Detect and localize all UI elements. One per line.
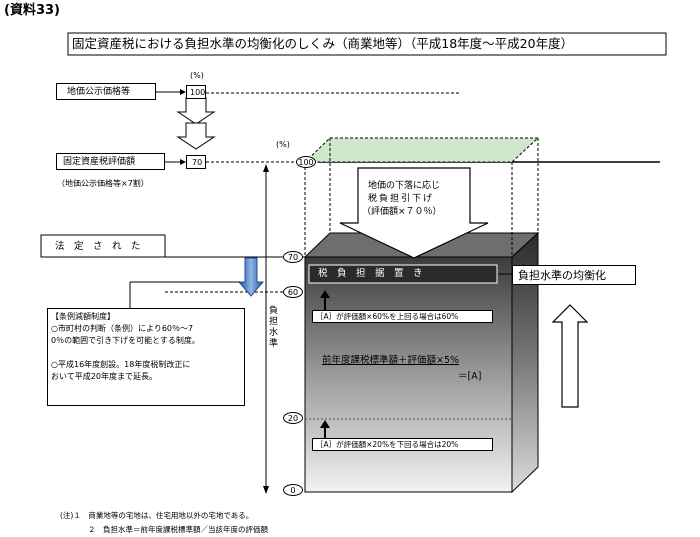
down-arrow-1 [176, 97, 216, 125]
drop-text-1: 地価の下落に応じ [368, 181, 441, 191]
chika-value-box: 100 [186, 85, 206, 99]
jourei-line-2: 0％の範囲で引き下げを可能とする制度。 [51, 336, 200, 345]
chika-label: 地価公示価格等 [67, 87, 131, 97]
suekoki-bar [308, 264, 498, 284]
hyouka-label-box: 固定資産税評価額 [56, 153, 165, 170]
box-front [304, 256, 513, 493]
right-label-box: 負担水準の均衡化 [512, 265, 636, 285]
axis-label: 負担水準 [269, 306, 279, 349]
percent-unit-top: (%) [190, 71, 204, 80]
note20-box: ［A］が評価額×20%を下回る場合は20% [312, 438, 493, 451]
up-arrow-right [551, 304, 589, 408]
hyouka-value: 70 [192, 158, 203, 167]
tick-70: 70 [283, 251, 303, 263]
right-label: 負担水準の均衡化 [518, 269, 606, 282]
houtei-label: 法 定 さ れ た [55, 241, 141, 252]
formula: 前年度課税標準額＋評価額×5% [322, 355, 460, 366]
title-frame [67, 32, 667, 56]
formula-result: ＝[A] [458, 371, 482, 382]
note-2: ２ 負担水準＝前年度課税標準額／当該年度の評価額 [88, 525, 268, 534]
drop-text-3: （評価額×７０％） [362, 207, 442, 217]
blue-arrow [237, 257, 265, 297]
down-arrow-2 [176, 122, 216, 150]
jourei-title: 【条例減額制度】 [51, 312, 115, 321]
hyouka-note: （地価公示価格等×7割） [57, 179, 149, 188]
header-label: (資料33) [4, 3, 60, 18]
jourei-line-4: ○平成16年度創設。18年度税制改正に [51, 360, 191, 369]
tick-20: 20 [283, 412, 303, 424]
jourei-line-1: ○市町村の判断（条例）により60％～7 [51, 324, 194, 333]
suekoki-label: 税 負 担 据 置 き [318, 268, 423, 279]
chika-label-box: 地価公示価格等 [56, 83, 156, 100]
note-1: (注)１ 商業地等の宅地は、住宅用地以外の宅地である。 [60, 511, 254, 520]
tick-100: 100 [296, 156, 316, 168]
percent-unit-axis: (%) [276, 140, 290, 149]
page-title: 固定資産税における負担水準の均衡化のしくみ（商業地等）（平成18年度～平成20年… [72, 36, 574, 51]
drop-arrow [339, 167, 489, 259]
note20: ［A］が評価額×20%を下回る場合は20% [316, 440, 459, 449]
chika-value: 100 [190, 88, 206, 97]
tick-0: 0 [283, 484, 303, 496]
drop-text-2: 税負担引下げ [368, 194, 435, 204]
green-top [303, 137, 540, 163]
jourei-line-5: おいて平成20年度まで延長。 [51, 372, 157, 381]
tick-60: 60 [283, 286, 303, 298]
note60-box: ［A］が評価額×60%を上回る場合は60% [312, 310, 493, 323]
jourei-box: 【条例減額制度】 ○市町村の判断（条例）により60％～7 0％の範囲で引き下げを… [47, 308, 245, 406]
note60: ［A］が評価額×60%を上回る場合は60% [316, 312, 459, 321]
hyouka-label: 固定資産税評価額 [63, 157, 136, 167]
hyouka-value-box: 70 [186, 155, 206, 169]
